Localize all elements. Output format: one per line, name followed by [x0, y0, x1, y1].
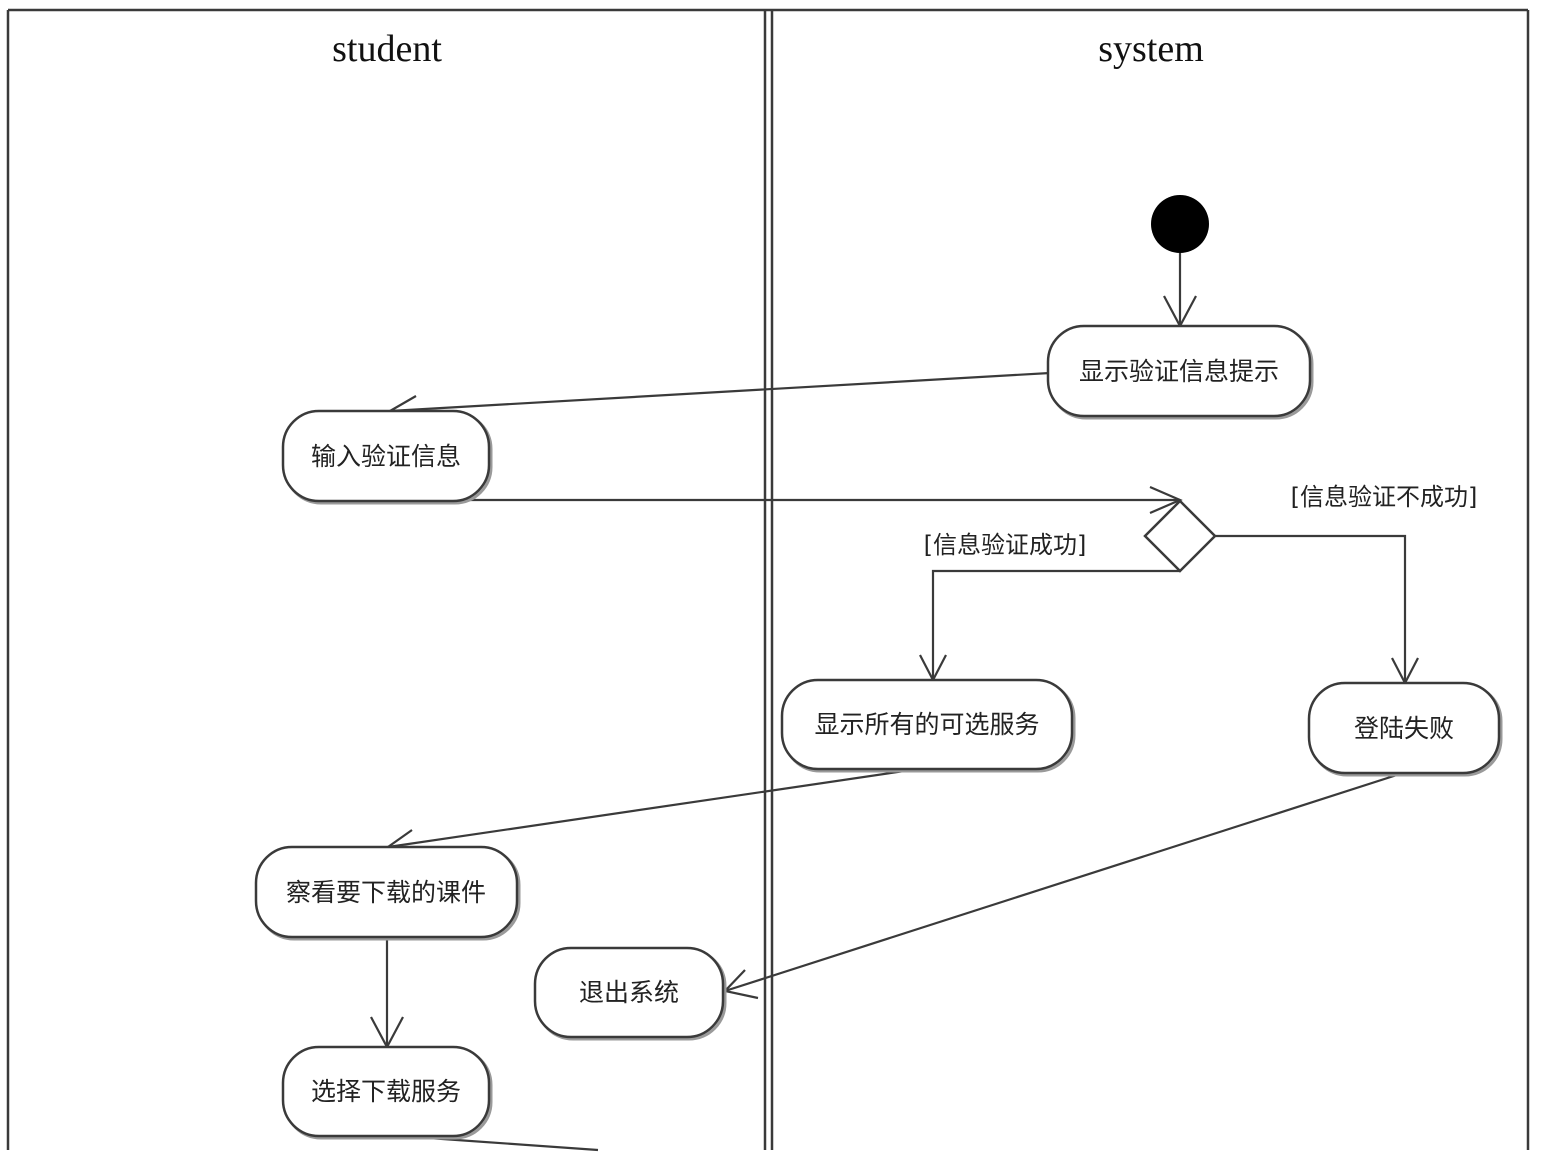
action-select-download: 选择下载服务 — [281, 1045, 493, 1140]
guard-success-label: [信息验证成功] — [924, 531, 1087, 559]
edge-failed-to-exit — [724, 772, 1401, 993]
action-view-courseware: 察看要下载的课件 — [254, 845, 521, 941]
action-select-download-label: 选择下载服务 — [311, 1077, 461, 1106]
initial-node — [1151, 195, 1209, 253]
edge-prompt-to-input — [389, 371, 1051, 413]
swimlane-frame — [6, 8, 1530, 1150]
edge-decision-failure — [1215, 534, 1407, 683]
decision-node — [1143, 499, 1217, 573]
lane-title-student: student — [332, 28, 442, 70]
action-show-services-label: 显示所有的可选服务 — [814, 710, 1039, 739]
action-exit-system: 退出系统 — [533, 946, 727, 1041]
action-login-failed: 登陆失败 — [1307, 681, 1503, 777]
arrowhead-exit — [722, 969, 759, 1000]
action-show-prompt: 显示验证信息提示 — [1046, 324, 1314, 420]
guard-failure-label: [信息验证不成功] — [1291, 483, 1478, 511]
action-input-info: 输入验证信息 — [281, 409, 493, 505]
lane-title-system: system — [1098, 28, 1204, 70]
action-show-services: 显示所有的可选服务 — [780, 678, 1076, 773]
edge-decision-success — [931, 569, 1180, 680]
action-view-courseware-label: 察看要下载的课件 — [286, 878, 486, 907]
edge-services-to-view — [387, 767, 919, 849]
action-exit-system-label: 退出系统 — [579, 978, 679, 1007]
action-login-failed-label: 登陆失败 — [1354, 714, 1454, 743]
action-show-prompt-label: 显示验证信息提示 — [1079, 357, 1279, 386]
action-input-info-label: 输入验证信息 — [311, 442, 461, 471]
